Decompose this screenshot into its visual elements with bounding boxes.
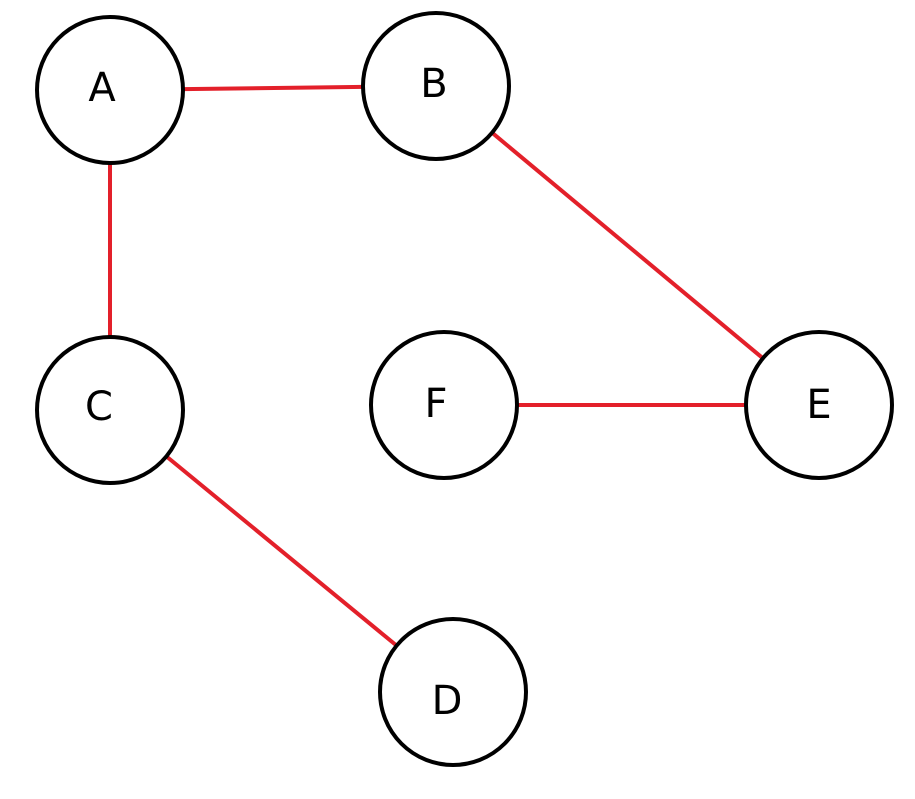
node-label: D — [432, 678, 463, 724]
node-circle — [744, 330, 894, 480]
node-circle — [369, 330, 519, 480]
node-label: C — [85, 384, 113, 430]
node-e: E — [744, 330, 894, 480]
node-label: F — [424, 381, 447, 427]
node-label: E — [806, 382, 831, 428]
node-circle — [361, 11, 511, 161]
node-label: B — [420, 61, 447, 107]
node-circle — [35, 335, 185, 485]
nodes-layer: A B C D E F — [35, 11, 894, 767]
edges-layer — [108, 84, 765, 648]
edge-b-e — [490, 131, 765, 360]
node-label: A — [88, 65, 116, 111]
node-circle — [35, 15, 185, 165]
node-f: F — [369, 330, 519, 480]
node-a: A — [35, 15, 185, 165]
node-d: D — [378, 617, 528, 767]
node-b: B — [361, 11, 511, 161]
edge-a-b — [182, 84, 364, 92]
node-circle — [378, 617, 528, 767]
node-c: C — [35, 335, 185, 485]
edge-c-d — [165, 454, 398, 648]
